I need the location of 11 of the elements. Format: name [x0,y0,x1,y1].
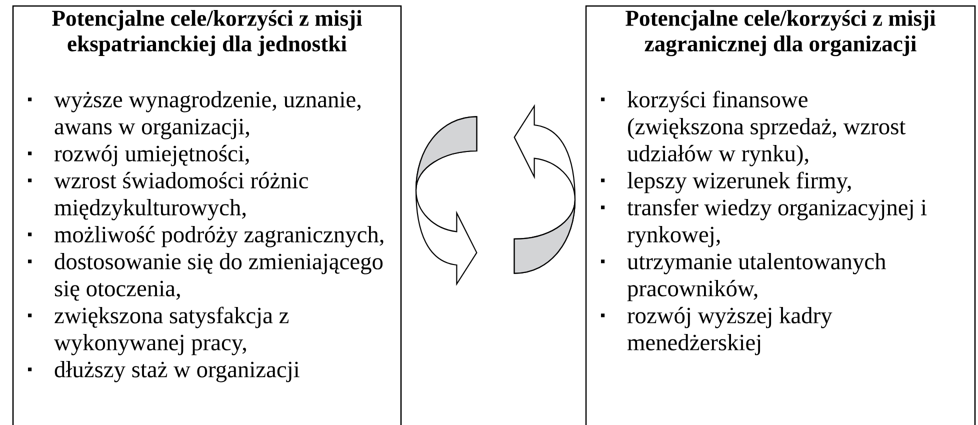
bullet-item: rozwój umiejętności, [28,144,249,166]
bullet-item: dłuższy staż w organizacji [28,360,300,382]
panel-heading: Potencjalne cele/korzyści z misji ekspatrianckiej dla jednostki [52,10,362,56]
text-panel [585,5,976,425]
bullet-item: lepszy wizerunek firmy, [601,172,851,194]
curved-arrow [415,116,478,285]
bullet-item: możliwość podróży zagranicznych, [28,226,384,248]
curved-arrow [514,105,576,274]
panel-heading: Potencjalne cele/korzyści z misji zagranicznej dla organizacji [626,10,936,56]
bullet-item: rozwój wyższej kadry menedżerskiej [601,306,832,356]
text-panel [12,5,402,425]
